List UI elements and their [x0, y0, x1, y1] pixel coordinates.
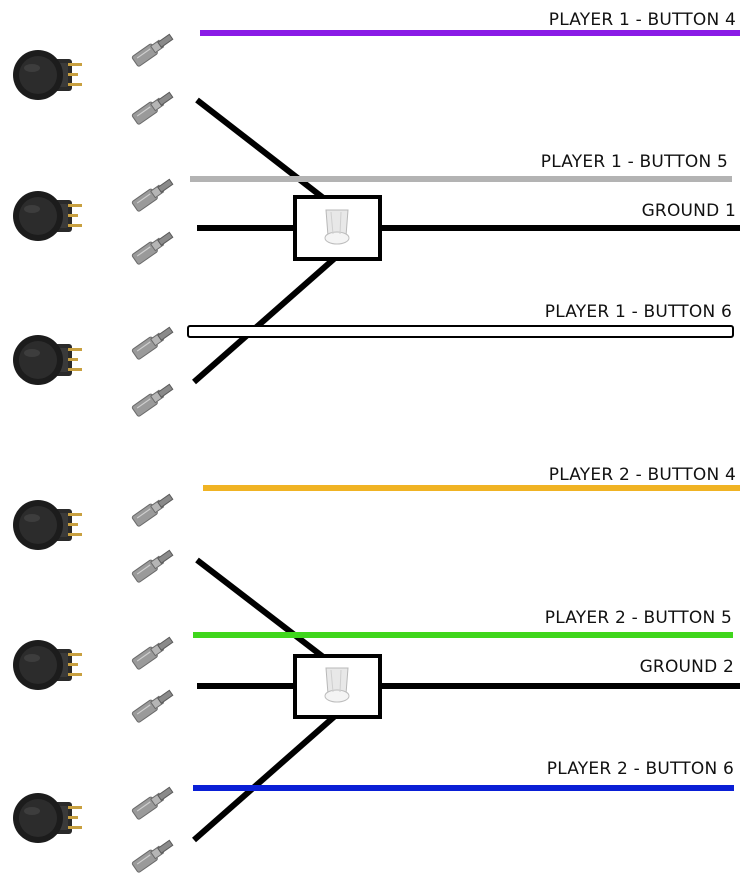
ground-tap-wire: [192, 713, 337, 843]
wire-label-player1-button6: PLAYER 1 - BUTTON 6: [544, 302, 732, 322]
wire-label-player1-button4: PLAYER 1 - BUTTON 4: [548, 10, 736, 30]
wire-label-player2-button6: PLAYER 2 - BUTTON 6: [546, 759, 734, 779]
ground-tap-wire: [195, 557, 337, 669]
spade-connector-icon: [130, 229, 176, 266]
arcade-button-icon: [13, 335, 82, 385]
spade-connector-icon: [130, 547, 176, 584]
spade-connector-icon: [130, 634, 176, 671]
arcade-button-icon: [13, 640, 82, 690]
wire-player1-button6: [187, 325, 734, 338]
wire-nut-connector-icon: [324, 209, 350, 245]
spade-connector-icon: [130, 491, 176, 528]
wire-label-ground1: GROUND 1: [641, 201, 736, 221]
arcade-button-icon: [13, 50, 82, 100]
wire-label-player2-button4: PLAYER 2 - BUTTON 4: [548, 465, 736, 485]
spade-connector-icon: [130, 381, 176, 418]
arcade-button-icon: [13, 500, 82, 550]
wire-label-player1-button5: PLAYER 1 - BUTTON 5: [540, 152, 728, 172]
ground-tap-wire: [195, 97, 337, 210]
spade-connector-icon: [130, 324, 176, 361]
arcade-button-icon: [13, 191, 82, 241]
spade-connector-icon: [130, 687, 176, 724]
wire-label-ground2: GROUND 2: [639, 657, 734, 677]
spade-connector-icon: [130, 784, 176, 821]
wire-nut-connector-icon: [324, 667, 350, 703]
spade-connector-icon: [130, 89, 176, 126]
arcade-button-icon: [13, 793, 82, 843]
spade-connector-icon: [130, 31, 176, 68]
wire-label-player2-button5: PLAYER 2 - BUTTON 5: [544, 608, 732, 628]
spade-connector-icon: [130, 837, 176, 874]
ground-tap-wire: [192, 255, 337, 385]
spade-connector-icon: [130, 176, 176, 213]
